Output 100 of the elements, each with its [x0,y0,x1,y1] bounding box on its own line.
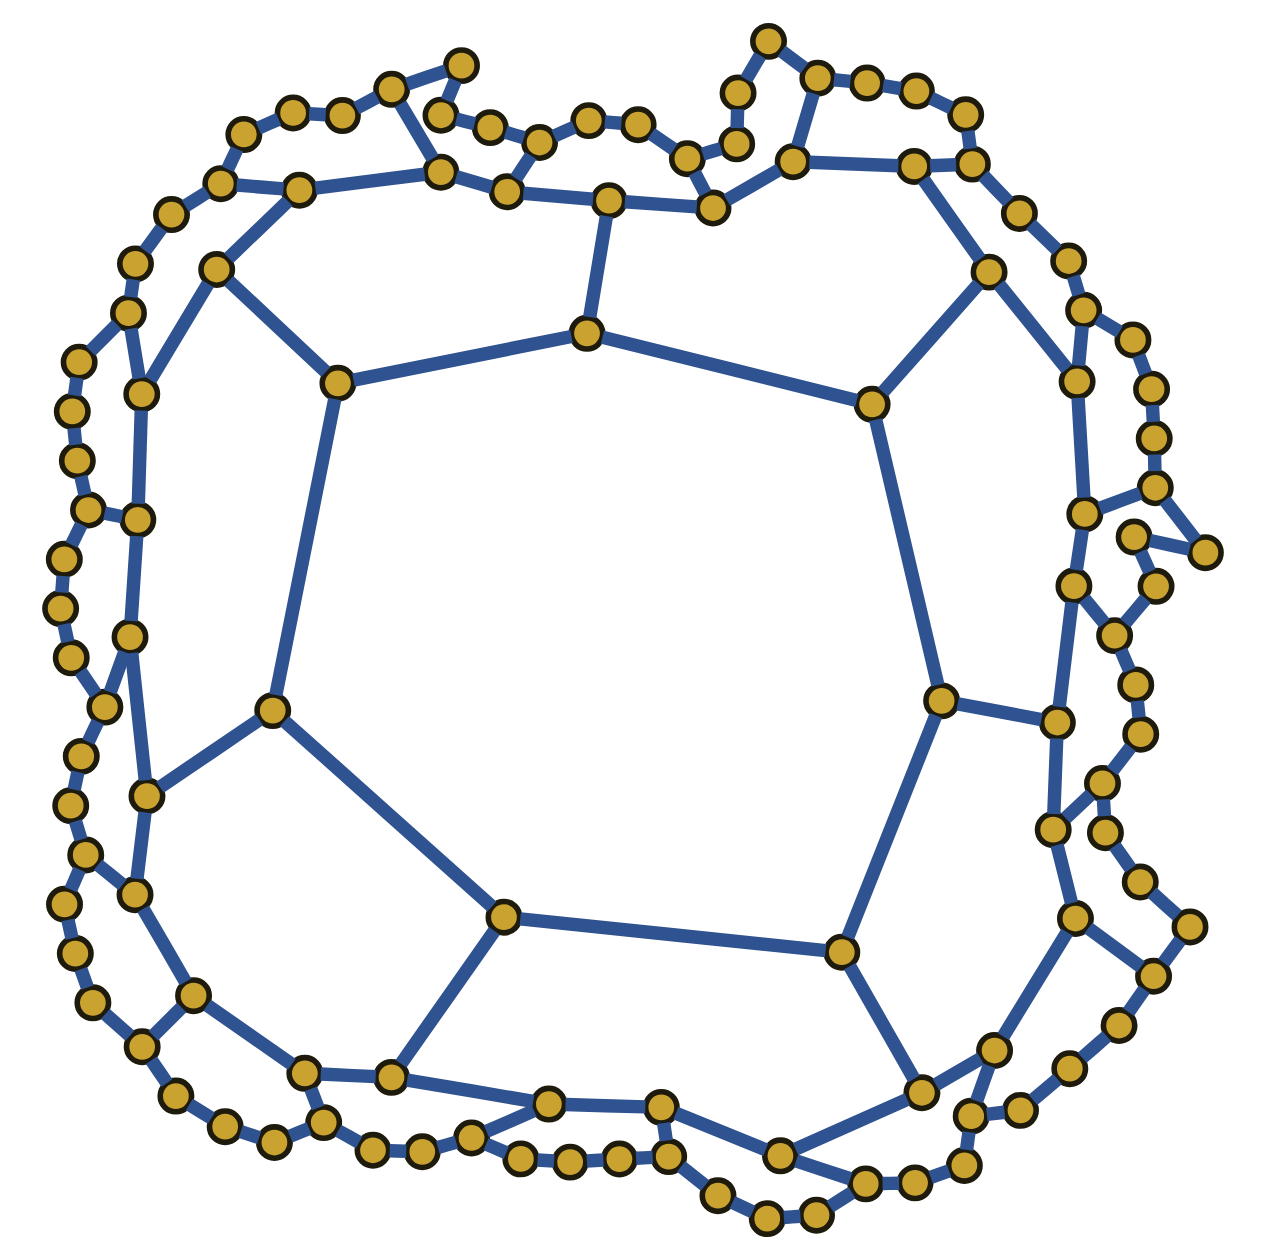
node-circle [1122,715,1160,753]
node-circle [1002,1091,1039,1129]
node-circle [52,787,90,825]
node-circle [52,639,90,677]
connector [833,73,852,89]
node-circle [970,253,1008,291]
node-circle [123,1028,161,1066]
node-circle [953,145,991,183]
node-circle [422,96,460,134]
node-circle [798,1196,835,1234]
connector [148,1002,187,1041]
connector [1093,312,1123,338]
node-circle [443,47,480,85]
node-circle [1114,321,1152,359]
connector [124,535,144,622]
connector [1066,274,1086,297]
connector [238,1125,262,1144]
node-circle [568,314,606,352]
connector [103,649,132,695]
node-circle [488,173,526,211]
connector [961,129,977,150]
connector [1071,397,1091,499]
node-circle [46,885,83,923]
connector [269,397,342,697]
node-circle [274,94,312,132]
node-circle [1000,194,1038,232]
node-circle [1065,291,1103,329]
connector [777,45,809,74]
connector [353,91,381,115]
node-circle [1066,495,1104,533]
connector [1047,738,1064,815]
connector [144,280,214,384]
connector [55,575,70,594]
node-circle [1056,900,1094,937]
connector [406,1073,535,1109]
node-circle [1034,811,1072,849]
connector [74,966,94,990]
node-circle [694,189,732,227]
connector [185,1098,215,1124]
connector [334,1124,363,1149]
connector [503,125,526,145]
node-circle [175,977,213,1015]
node-circle [1133,370,1171,408]
connector [130,811,152,880]
connector [1147,454,1162,472]
node-circle [119,501,157,539]
node-circle [1135,420,1173,457]
node-circle [619,106,657,144]
node-circle [225,116,263,153]
node-circle [521,124,559,161]
connector [986,1105,1006,1121]
node-circle [718,125,756,163]
connector [843,962,920,1083]
connector [783,1209,801,1225]
connector [657,1121,673,1142]
connector [700,142,723,161]
connector [320,1067,376,1084]
node-circle [117,245,154,283]
connector [125,652,152,782]
connector [1106,743,1136,776]
connector [454,170,494,194]
node-circle [422,153,460,191]
connector [483,1137,509,1159]
connector [352,329,573,387]
connector [688,169,712,197]
connector [1097,487,1143,515]
node-circle [750,22,787,60]
node-circle [86,688,124,726]
connector [308,107,327,122]
connector [1028,1073,1062,1105]
connector [181,186,211,212]
node-circle [923,682,961,720]
connector [970,1063,996,1104]
connector [1096,799,1112,817]
node-circle [976,1032,1014,1069]
node-circle [947,96,985,134]
connector [794,1154,853,1186]
connector [436,1135,459,1154]
connector [882,79,902,96]
connector [932,1052,984,1091]
connector [404,64,449,91]
node-circle [254,692,292,730]
node-circle [157,1077,195,1115]
node-circle [897,72,935,110]
connector [604,115,622,130]
node-circle [847,1165,885,1203]
connector [586,1153,604,1168]
node-circle [153,196,190,234]
node-circle [58,442,96,480]
node-circle [1084,765,1121,802]
node-circle [67,836,105,874]
node-circle [206,1108,244,1146]
connector [537,1153,555,1168]
connector [1158,936,1186,967]
node-circle [668,140,706,178]
connector [740,52,766,83]
connector [1079,594,1110,628]
connector [287,1122,312,1143]
connector [67,770,85,792]
node-circle [74,984,112,1022]
